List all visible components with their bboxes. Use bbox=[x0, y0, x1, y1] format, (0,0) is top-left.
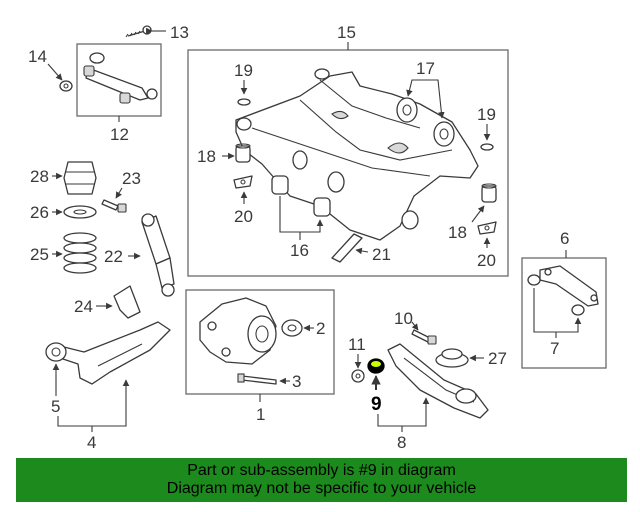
callout-4: 4 bbox=[87, 433, 96, 452]
callout-15: 15 bbox=[337, 23, 356, 42]
bushing-18-left[interactable] bbox=[235, 143, 251, 163]
lower-control-arm-4[interactable] bbox=[59, 321, 171, 385]
bushing-5[interactable] bbox=[45, 342, 67, 362]
bracket-20-left[interactable] bbox=[233, 175, 253, 189]
bushing-18-right[interactable] bbox=[481, 183, 497, 203]
callout-11: 11 bbox=[348, 335, 366, 354]
callout-12: 12 bbox=[110, 125, 129, 144]
callout-20-left: 20 bbox=[234, 207, 253, 226]
bump-stop-28[interactable] bbox=[63, 161, 97, 195]
upper-link-arm[interactable] bbox=[83, 52, 158, 104]
bushing-2[interactable] bbox=[281, 319, 303, 337]
bolt-23[interactable] bbox=[101, 199, 127, 213]
callout-17: 17 bbox=[416, 59, 435, 78]
callout-7: 7 bbox=[550, 339, 559, 358]
part-9-highlighted[interactable] bbox=[367, 358, 385, 374]
lower-arm-8[interactable] bbox=[387, 343, 489, 419]
callout-6: 6 bbox=[560, 229, 569, 248]
callout-19-left: 19 bbox=[234, 61, 253, 80]
bushing-16-b[interactable] bbox=[313, 197, 331, 217]
callout-27: 27 bbox=[488, 349, 507, 368]
callout-9: 9 bbox=[371, 394, 382, 415]
callout-16: 16 bbox=[290, 241, 309, 260]
callout-20-right: 20 bbox=[477, 251, 496, 270]
nut-11[interactable] bbox=[351, 369, 365, 383]
callout-2: 2 bbox=[316, 319, 325, 338]
callout-21: 21 bbox=[372, 245, 391, 264]
callout-1: 1 bbox=[256, 405, 265, 424]
control-link-6[interactable] bbox=[527, 265, 599, 316]
bracket-21[interactable] bbox=[331, 233, 363, 263]
washer-19-left[interactable] bbox=[237, 98, 251, 106]
callout-3: 3 bbox=[292, 372, 301, 391]
spring-seat-27[interactable] bbox=[435, 348, 469, 368]
callout-8: 8 bbox=[397, 433, 406, 452]
bushing-17-a[interactable] bbox=[396, 97, 418, 123]
bolt-13[interactable] bbox=[125, 25, 152, 38]
callout-24: 24 bbox=[74, 297, 93, 316]
callout-23: 23 bbox=[122, 169, 141, 188]
callout-18-left: 18 bbox=[197, 147, 216, 166]
callout-5: 5 bbox=[51, 397, 60, 416]
callout-18-right: 18 bbox=[448, 223, 467, 242]
callout-14: 14 bbox=[28, 47, 47, 66]
bracket-24[interactable] bbox=[113, 285, 141, 319]
bushing-17-b[interactable] bbox=[433, 121, 455, 147]
washer-19-right[interactable] bbox=[480, 143, 494, 151]
callout-25: 25 bbox=[30, 245, 49, 264]
callout-26: 26 bbox=[30, 203, 49, 222]
callout-10: 10 bbox=[394, 309, 413, 328]
bracket-20-right[interactable] bbox=[477, 221, 497, 235]
callout-28: 28 bbox=[30, 167, 49, 186]
info-banner: Part or sub-assembly is #9 in diagram Di… bbox=[16, 458, 627, 502]
callout-13: 13 bbox=[170, 23, 189, 42]
shock-absorber-22[interactable] bbox=[141, 213, 175, 297]
banner-line-2: Diagram may not be specific to your vehi… bbox=[166, 480, 477, 497]
spring-seat-26[interactable] bbox=[63, 205, 97, 219]
bolt-10[interactable] bbox=[411, 329, 437, 345]
knuckle[interactable] bbox=[199, 297, 277, 365]
coil-spring-25[interactable] bbox=[63, 232, 97, 274]
bolt-3[interactable] bbox=[237, 373, 277, 385]
rear-subframe[interactable] bbox=[235, 68, 479, 241]
box-link-6 bbox=[521, 257, 607, 369]
callout-22: 22 bbox=[104, 247, 123, 266]
banner-line-1: Part or sub-assembly is #9 in diagram bbox=[187, 462, 456, 479]
nut-14[interactable] bbox=[59, 80, 73, 92]
callout-19-right: 19 bbox=[477, 105, 496, 124]
bushing-16-a[interactable] bbox=[271, 175, 289, 195]
